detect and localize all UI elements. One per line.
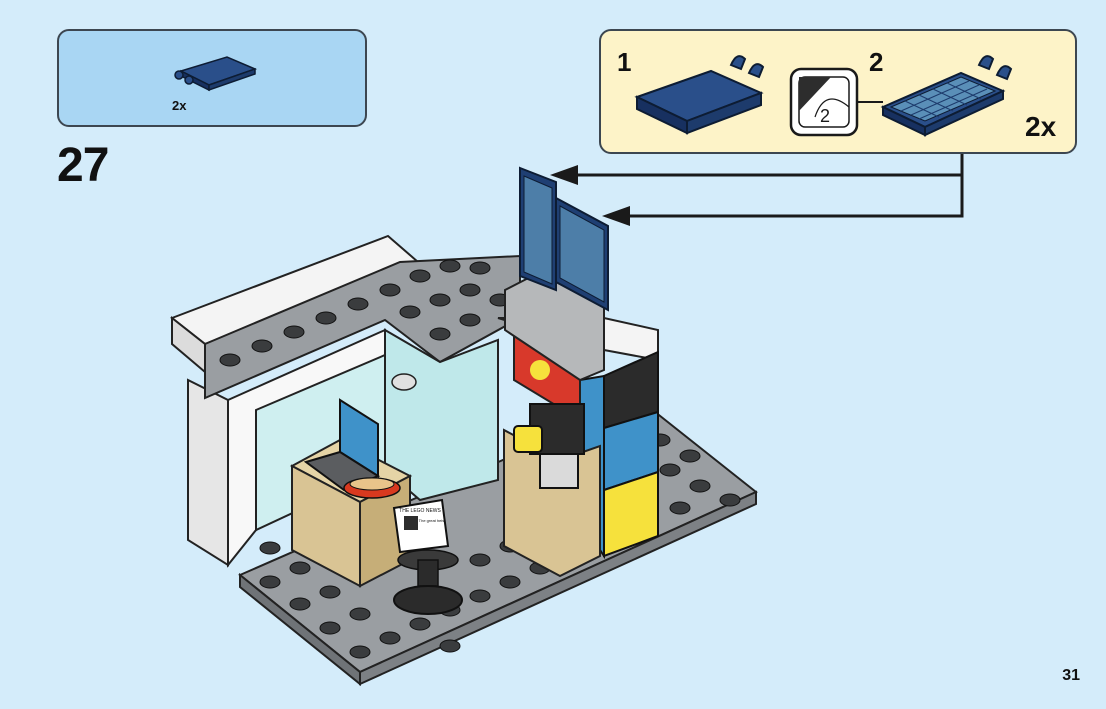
sticker-icon: [789, 67, 859, 137]
hotdog-icon: [343, 477, 401, 499]
sub-step-2-label: 2: [869, 47, 884, 77]
step-number: 27: [57, 139, 109, 192]
sub-assembly-box: 1 2 2: [599, 29, 1077, 154]
sub-assembly-art: 2: [634, 55, 1013, 137]
placement-arrows: [572, 154, 964, 218]
page-number: 31: [1062, 667, 1080, 684]
newspaper-icon: [392, 498, 450, 554]
parts-callout-box: 2x: [57, 29, 367, 127]
roof-plate: [204, 254, 521, 400]
left-wall: [169, 234, 420, 568]
parts-count: 2x: [172, 98, 187, 113]
newspaper-headline: The great heist: [419, 518, 447, 523]
stool: [393, 549, 463, 615]
camera-icon: [391, 373, 417, 391]
arrow-head-2: [602, 206, 630, 226]
newspaper-masthead: THE LEGO NEWS: [399, 508, 441, 514]
flag-tile-icon: [174, 56, 258, 92]
sub-assembly-count: 2x: [1025, 111, 1057, 142]
arrow-head-1: [550, 165, 578, 185]
flag-tile-icon: [634, 55, 765, 135]
solar-panel-icon: [880, 55, 1013, 137]
solar-panel-icon: [519, 166, 609, 312]
coffee-machine-icon: [513, 403, 585, 489]
sticker-number: 2: [820, 106, 830, 126]
sub-step-1-label: 1: [617, 47, 632, 77]
